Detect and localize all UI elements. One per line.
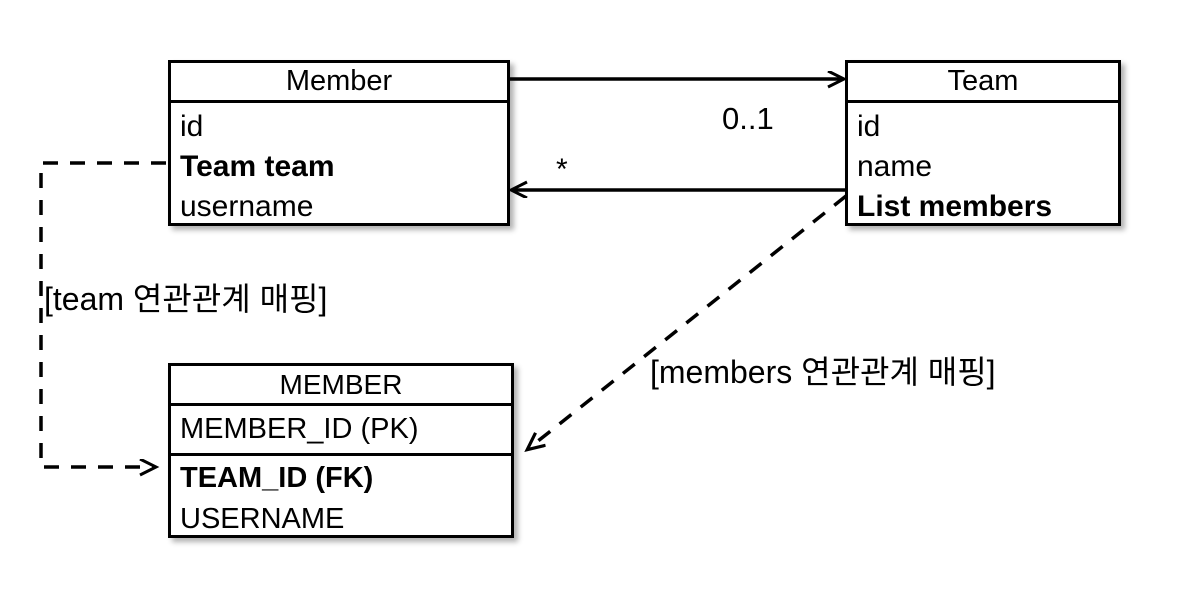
table-column-username: USERNAME bbox=[180, 503, 345, 535]
table-column-member-id: MEMBER_ID (PK) bbox=[180, 413, 419, 445]
class-attribute-members: List members bbox=[857, 190, 1053, 223]
multiplicity-label-team-to-member: * bbox=[556, 153, 568, 186]
multiplicity-label-member-to-team: 0..1 bbox=[722, 101, 774, 136]
table-column-team-id: TEAM_ID (FK) bbox=[180, 462, 374, 494]
table-pk-section: MEMBER_ID (PK) bbox=[171, 406, 511, 453]
table-name-member: MEMBER bbox=[171, 366, 511, 406]
connector-members-field-to-table bbox=[528, 194, 848, 449]
annotation-team-mapping: [team 연관관계 매핑] bbox=[44, 281, 328, 317]
class-name-team: Team bbox=[848, 63, 1118, 103]
class-box-team[interactable]: Team id name List members bbox=[845, 60, 1121, 226]
annotation-members-mapping: [members 연관관계 매핑] bbox=[650, 354, 996, 390]
class-attribute: id bbox=[857, 110, 881, 143]
class-attribute-team: Team team bbox=[180, 150, 335, 183]
class-attribute: name bbox=[857, 150, 933, 183]
class-attribute: id bbox=[180, 110, 204, 143]
class-name-member: Member bbox=[171, 63, 507, 103]
class-attributes-team: id name List members bbox=[848, 103, 1118, 227]
table-box-member[interactable]: MEMBER MEMBER_ID (PK) TEAM_ID (FK) USERN… bbox=[168, 363, 514, 538]
class-box-member[interactable]: Member id Team team username bbox=[168, 60, 510, 226]
class-attribute: username bbox=[180, 190, 314, 223]
table-columns-section: TEAM_ID (FK) USERNAME bbox=[171, 453, 511, 540]
class-attributes-member: id Team team username bbox=[171, 103, 507, 227]
